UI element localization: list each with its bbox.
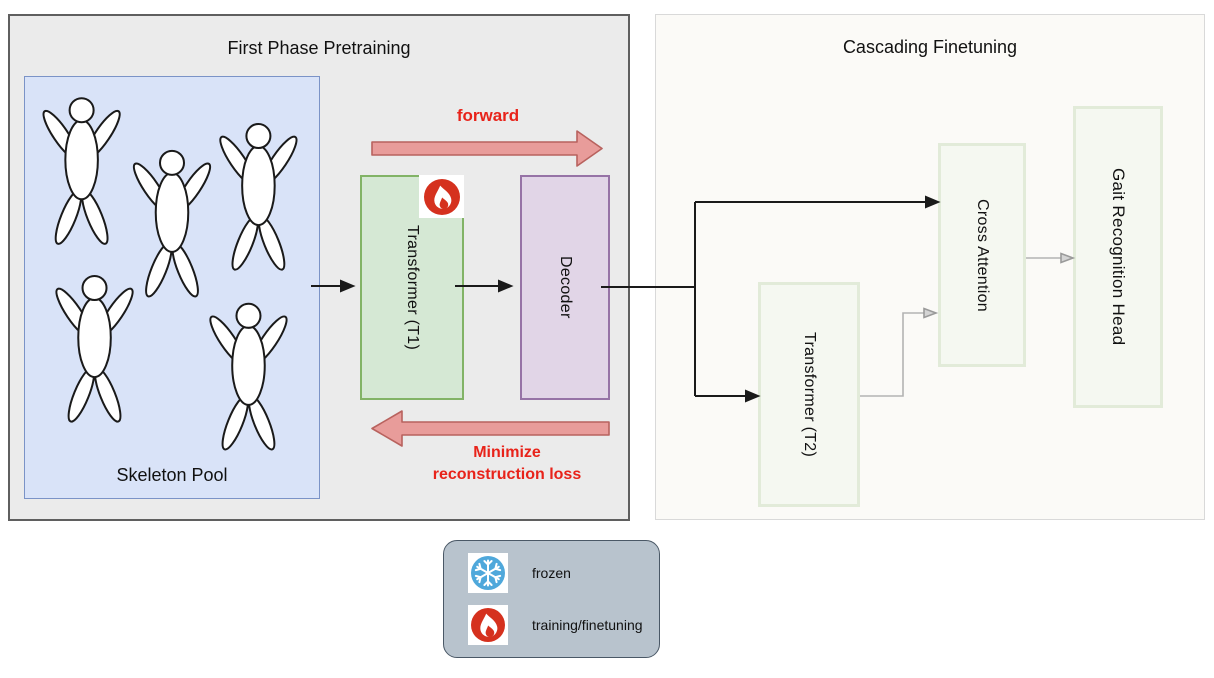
decoder-label: Decoder — [557, 256, 574, 319]
fire-icon — [468, 605, 508, 645]
transformer-t2-box: Transformer (T2) — [758, 282, 860, 507]
legend: frozen training/finetuning — [443, 540, 660, 658]
skeleton-figure — [204, 302, 293, 454]
skeleton-pool-label: Skeleton Pool — [116, 465, 228, 485]
skeleton-figure — [214, 123, 303, 274]
legend-item-training: training/finetuning — [468, 605, 659, 645]
cross-attention-box: Cross Attention — [938, 143, 1026, 367]
forward-arrow — [371, 130, 603, 167]
skeleton-figure — [37, 97, 126, 248]
transformer-t1-box: Transformer (T1) — [360, 175, 464, 400]
gait-recognition-head-label: Gait Recognition Head — [1109, 168, 1128, 346]
legend-item-frozen: frozen — [468, 553, 659, 593]
training-badge — [419, 175, 464, 218]
reconstruction-loss-label: Minimize reconstruction loss — [432, 444, 582, 483]
transformer-t2-label: Transformer (T2) — [801, 331, 818, 458]
transformer-t1-label: Transformer (T1) — [404, 224, 421, 351]
skeleton-pool-box: Skeleton Pool — [24, 76, 320, 499]
skeleton-figure — [50, 274, 139, 426]
snowflake-icon — [468, 553, 508, 593]
gait-recognition-head-box: Gait Recognition Head — [1073, 106, 1163, 408]
skeleton-figures — [37, 97, 303, 454]
finetuning-title: Cascading Finetuning — [842, 37, 1018, 57]
decoder-box: Decoder — [520, 175, 610, 400]
fire-icon — [423, 178, 460, 215]
legend-frozen-label: frozen — [532, 565, 571, 581]
forward-arrow-label: forward — [456, 106, 520, 125]
skeleton-figure — [127, 149, 217, 301]
pretraining-panel: First Phase Pretraining — [8, 14, 630, 521]
cross-attention-label: Cross Attention — [974, 198, 991, 312]
legend-training-label: training/finetuning — [532, 617, 643, 633]
pretraining-title: First Phase Pretraining — [227, 38, 411, 58]
